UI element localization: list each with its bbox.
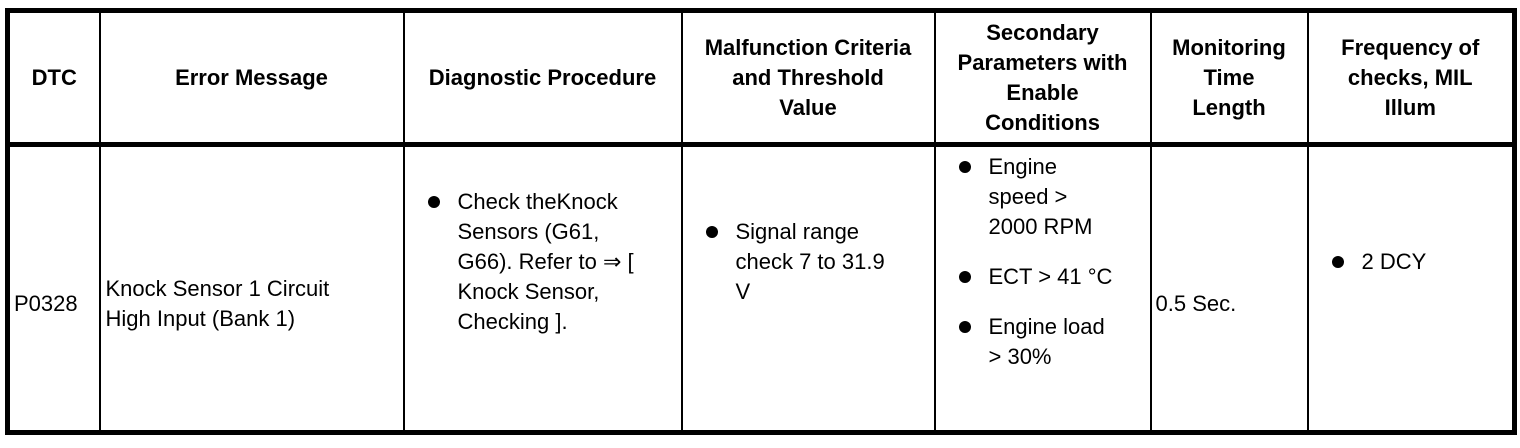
error-message-text: Knock Sensor 1 Circuit High Input (Bank … (105, 275, 330, 331)
monitoring-time-text: 0.5 Sec. (1155, 290, 1237, 316)
col-header-secondary-parameters: Secondary Parameters with Enable Conditi… (933, 9, 1152, 147)
frequency-list: 2 DCY (1310, 247, 1512, 277)
bullet-item: Engine load > 30% (958, 312, 1143, 372)
bullet-item-text: Check theKnock Sensors (G61, G66). Refer… (457, 188, 634, 334)
bullet-icon (427, 195, 440, 208)
bullet-item-text: ECT > 41 °C (988, 263, 1113, 289)
bullet-item-text: Engine load > 30% (988, 313, 1105, 369)
bullet-item: 2 DCY (1331, 247, 1506, 277)
bullet-item-text: Signal range check 7 to 31.9 V (735, 218, 885, 304)
bullet-icon (958, 320, 971, 333)
bullet-item: Check theKnock Sensors (G61, G66). Refer… (427, 187, 674, 337)
bullet-icon (1331, 255, 1344, 268)
bullet-item-text: Engine speed > 2000 RPM (988, 153, 1093, 239)
malfunction-criteria-list: Signal range check 7 to 31.9 V (684, 217, 933, 307)
cell-malfunction-criteria: Signal range check 7 to 31.9 V (680, 143, 936, 434)
col-header-dtc: DTC (6, 9, 101, 147)
bullet-icon (958, 270, 971, 283)
col-header-error-message: Error Message (98, 9, 405, 147)
bullet-item: ECT > 41 °C (958, 262, 1143, 292)
secondary-parameters-list: Engine speed > 2000 RPM ECT > 41 °C Engine… (937, 152, 1149, 372)
bullet-item: Signal range check 7 to 31.9 V (705, 217, 927, 307)
diagnostic-procedure-list: Check theKnock Sensors (G61, G66). Refer… (406, 187, 680, 337)
bullet-item: Engine speed > 2000 RPM (958, 152, 1143, 242)
bullet-icon (958, 160, 971, 173)
col-header-frequency: Frequency of checks, MIL Illum (1306, 9, 1516, 147)
table-row: P0328 Knock Sensor 1 Circuit High Input … (6, 143, 1516, 434)
cell-dtc: P0328 (6, 143, 101, 434)
cell-error-message: Knock Sensor 1 Circuit High Input (Bank … (98, 143, 405, 434)
col-header-monitoring-time: Monitoring Time Length (1149, 9, 1309, 147)
bullet-item-text: 2 DCY (1361, 248, 1427, 274)
cell-secondary-parameters: Engine speed > 2000 RPM ECT > 41 °C Engine… (933, 143, 1152, 434)
bullet-icon (705, 225, 718, 238)
dtc-table: DTC Error Message Diagnostic Procedure M… (5, 8, 1517, 435)
col-header-diagnostic-procedure: Diagnostic Procedure (402, 9, 683, 147)
col-header-malfunction-criteria: Malfunction Criteria and Threshold Value (680, 9, 936, 147)
table-header-row: DTC Error Message Diagnostic Procedure M… (6, 9, 1516, 147)
cell-monitoring-time: 0.5 Sec. (1149, 143, 1309, 434)
cell-frequency: 2 DCY (1306, 143, 1516, 434)
cell-diagnostic-procedure: Check theKnock Sensors (G61, G66). Refer… (402, 143, 683, 434)
dtc-code: P0328 (14, 290, 78, 316)
